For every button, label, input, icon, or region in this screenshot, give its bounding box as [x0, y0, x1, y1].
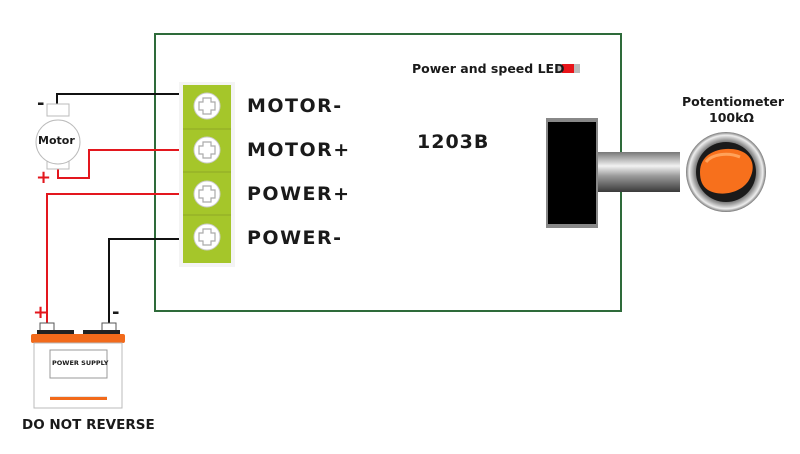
- terminal-label-motor-neg: MOTOR-: [247, 95, 343, 117]
- pot-shaft: [598, 152, 680, 192]
- wire-power-neg: [108, 238, 182, 330]
- motor-neg-sign: -: [37, 93, 45, 114]
- pot-title: Potentiometer: [682, 94, 785, 109]
- motor-pos-sign: +: [36, 167, 52, 188]
- board-model: 1203B: [417, 131, 490, 153]
- battery-pos-sign: +: [33, 302, 49, 323]
- motor-body: [35, 119, 81, 165]
- power-supply-label: POWER SUPPLY: [52, 359, 109, 367]
- battery-lid: [31, 334, 125, 343]
- pot-value: 100kΩ: [709, 110, 755, 125]
- led-light: [562, 64, 574, 73]
- terminal-label-power-pos: POWER+: [247, 183, 351, 205]
- terminal-label-motor-pos: MOTOR+: [247, 139, 351, 161]
- battery-neg-sign: -: [112, 302, 120, 323]
- pot-body: [548, 122, 596, 224]
- warning-label: DO NOT REVERSE: [22, 417, 155, 433]
- pot-knob: [700, 148, 753, 194]
- wire-motor-neg: [56, 93, 182, 106]
- terminal-label-power-neg: POWER-: [247, 227, 343, 249]
- led-label: Power and speed LED: [412, 61, 565, 76]
- wire-motor-pos: [57, 149, 182, 179]
- motor-label: Motor: [38, 134, 75, 147]
- wire-power-pos: [46, 193, 182, 330]
